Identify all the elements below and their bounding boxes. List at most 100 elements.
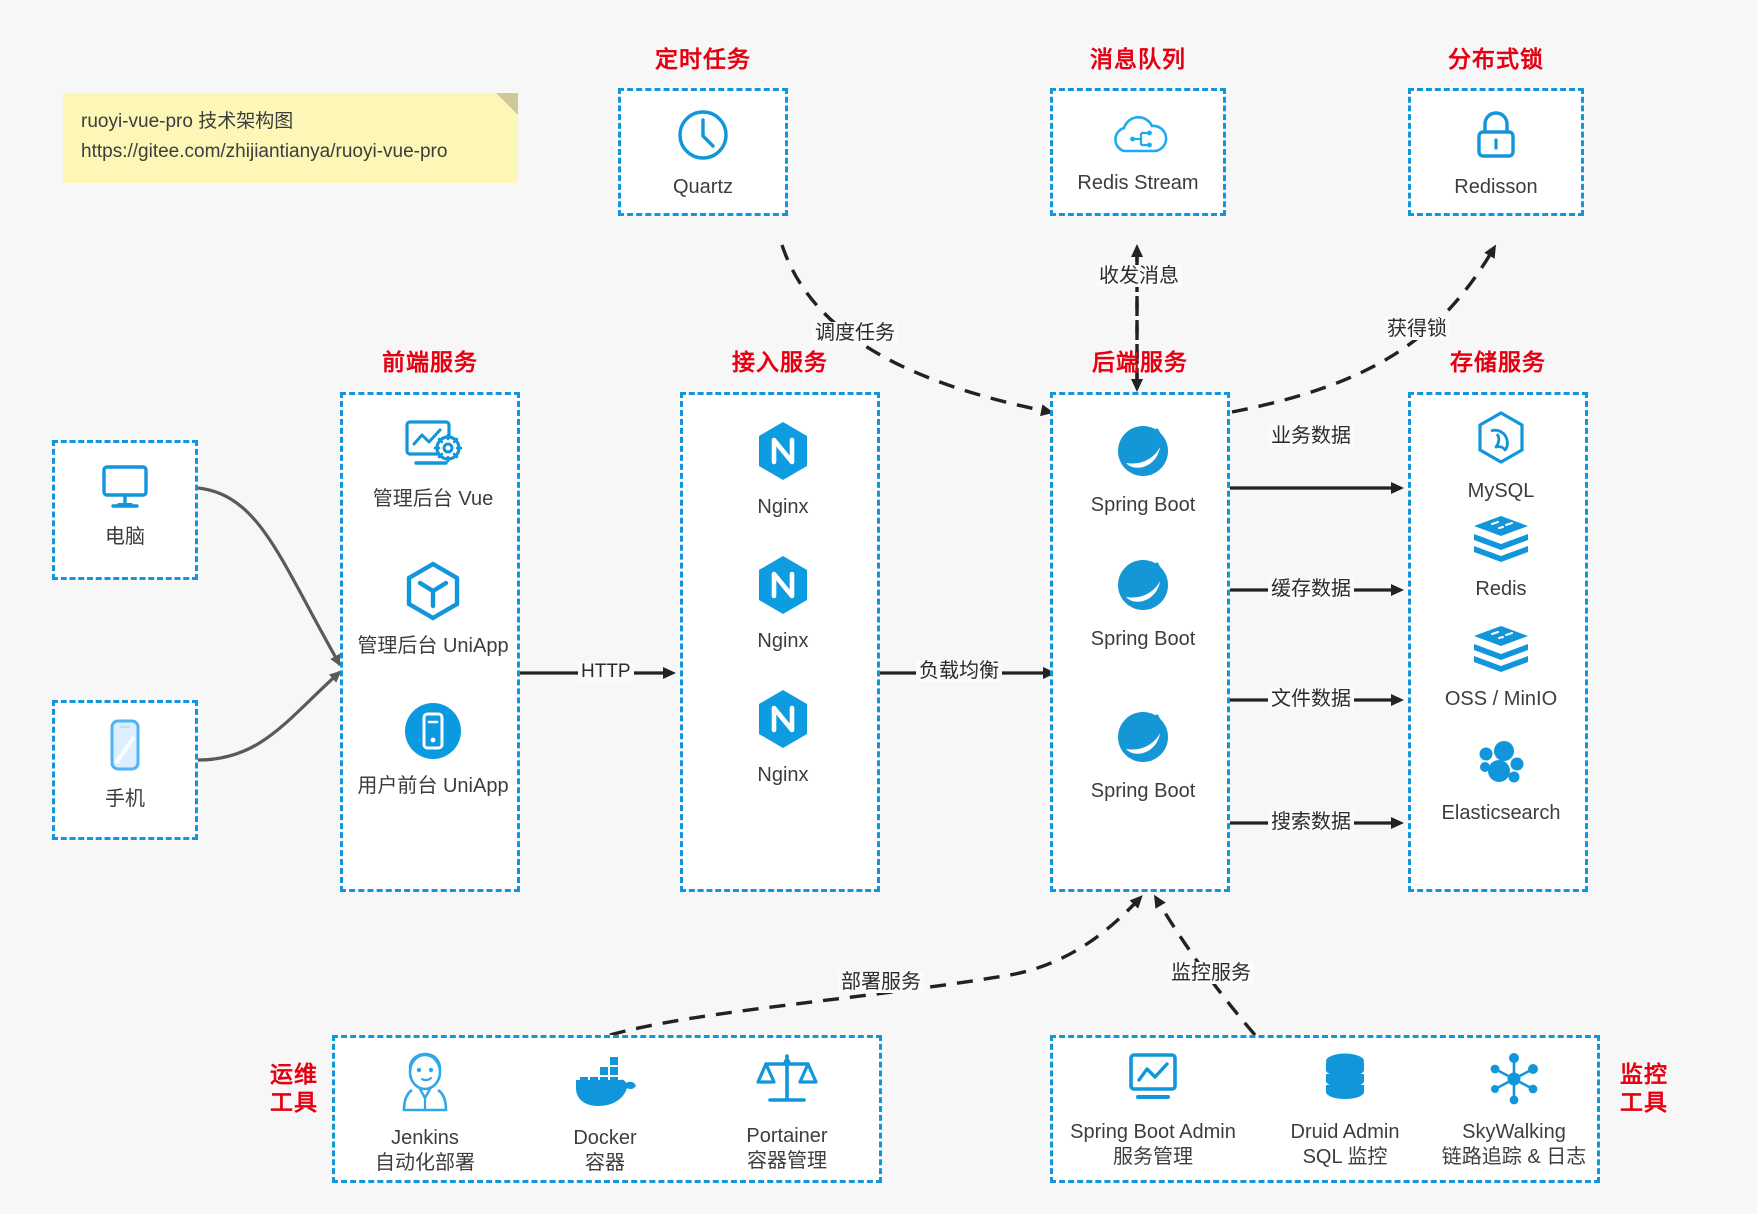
node-label: 用户前台 UniApp	[357, 775, 509, 797]
node-portainer[interactable]: Portainer 容器管理	[707, 1050, 867, 1174]
node-label: 管理后台 Vue	[372, 488, 494, 510]
group-caption-gateway: 接入服务	[732, 349, 828, 375]
node-name: Spring Boot Admin	[1070, 1121, 1236, 1143]
edge-label-cache-data: 缓存数据	[1268, 578, 1354, 600]
node-redis-stream[interactable]: Redis Stream	[1053, 91, 1223, 196]
database-icon	[1317, 1050, 1373, 1113]
node-label: Nginx	[757, 630, 809, 652]
node-desc: SQL 监控	[1302, 1146, 1388, 1168]
node-label: Spring Boot	[1090, 628, 1196, 650]
edge-label-acquire-lock: 获得锁	[1384, 318, 1450, 340]
node-label: Quartz	[672, 176, 734, 198]
redis-icon	[1470, 623, 1532, 680]
redis-icon	[1470, 513, 1532, 570]
clock-icon	[675, 107, 731, 168]
group-box-mq: Redis Stream	[1050, 88, 1226, 216]
node-admin-uniapp[interactable]: 管理后台 UniApp	[343, 560, 523, 659]
node-desc: 自动化部署	[375, 1152, 475, 1174]
note-url: https://gitee.com/zhijiantianya/ruoyi-vu…	[81, 141, 448, 162]
elasticsearch-icon	[1471, 733, 1531, 794]
cube-icon	[403, 560, 463, 627]
edge-label-file-data: 文件数据	[1268, 688, 1354, 710]
edge-label-send-receive-msg: 收发消息	[1096, 265, 1182, 287]
node-label: Redis	[1475, 578, 1527, 600]
mobile-icon	[105, 717, 145, 780]
client-box-desktop: 电脑	[52, 440, 198, 580]
devops-caption-line1: 运维	[270, 1061, 318, 1087]
spring-boot-icon	[1113, 707, 1173, 772]
node-nginx-1[interactable]: Nginx	[683, 419, 883, 520]
node-name: SkyWalking	[1462, 1121, 1566, 1143]
lock-icon	[1469, 105, 1523, 168]
node-spring-boot-admin[interactable]: Spring Boot Admin 服务管理	[1053, 1050, 1253, 1170]
node-user-uniapp[interactable]: 用户前台 UniApp	[343, 700, 523, 799]
node-mysql[interactable]: MySQL	[1411, 409, 1591, 504]
nginx-icon	[754, 419, 812, 488]
group-caption-backend: 后端服务	[1092, 349, 1188, 375]
node-oss-minio[interactable]: OSS / MinIO	[1411, 623, 1591, 712]
node-spring-boot-2[interactable]: Spring Boot	[1053, 555, 1233, 652]
node-label: OSS / MinIO	[1444, 688, 1558, 710]
monitor-chart-icon	[1122, 1050, 1184, 1113]
node-nginx-3[interactable]: Nginx	[683, 687, 883, 788]
scales-icon	[756, 1050, 818, 1117]
group-box-lock: Redisson	[1408, 88, 1584, 216]
node-jenkins[interactable]: Jenkins 自动化部署	[345, 1050, 505, 1176]
node-skywalking[interactable]: SkyWalking 链路追踪 & 日志	[1425, 1050, 1603, 1170]
node-label: Elasticsearch	[1441, 802, 1561, 824]
group-box-monitor: Spring Boot Admin 服务管理 Druid Admin SQL 监…	[1050, 1035, 1600, 1183]
node-desc: 容器	[585, 1152, 625, 1174]
nginx-icon	[754, 553, 812, 622]
group-caption-storage: 存储服务	[1450, 349, 1546, 375]
group-caption-frontend: 前端服务	[382, 349, 478, 375]
node-label: Redisson	[1454, 176, 1538, 198]
group-box-backend: Spring Boot Spring Boot Spring Boot	[1050, 392, 1230, 892]
node-nginx-2[interactable]: Nginx	[683, 553, 883, 654]
info-note: ruoyi-vue-pro 技术架构图 https://gitee.com/zh…	[63, 93, 518, 183]
docker-icon	[572, 1050, 638, 1119]
node-name: Portainer	[746, 1125, 828, 1147]
group-caption-devops: 运维 工具	[258, 1060, 330, 1116]
node-desc: 链路追踪 & 日志	[1441, 1146, 1587, 1168]
node-spring-boot-3[interactable]: Spring Boot	[1053, 707, 1233, 804]
edge-label-http: HTTP	[578, 661, 634, 683]
monitor-caption-line2: 工具	[1620, 1089, 1668, 1115]
group-box-devops: Jenkins 自动化部署 Docker 容器	[332, 1035, 882, 1183]
node-docker[interactable]: Docker 容器	[525, 1050, 685, 1176]
edge-label-schedule-task: 调度任务	[812, 322, 898, 344]
node-desc: 服务管理	[1113, 1146, 1193, 1168]
node-redis[interactable]: Redis	[1411, 513, 1591, 602]
node-label: Spring Boot	[1090, 494, 1196, 516]
node-mobile[interactable]: 手机	[55, 703, 195, 812]
jenkins-icon	[396, 1050, 454, 1119]
devops-caption-line2: 工具	[270, 1089, 318, 1115]
node-quartz[interactable]: Quartz	[621, 91, 785, 200]
dashboard-gear-icon	[400, 417, 466, 480]
group-caption-lock: 分布式锁	[1448, 46, 1544, 72]
edge-label-search-data: 搜索数据	[1268, 811, 1354, 833]
node-name: Docker	[573, 1127, 637, 1149]
phone-circle-icon	[402, 700, 464, 767]
node-druid-admin[interactable]: Druid Admin SQL 监控	[1265, 1050, 1425, 1170]
group-caption-mq: 消息队列	[1090, 46, 1186, 72]
group-box-scheduler: Quartz	[618, 88, 788, 216]
skywalking-icon	[1484, 1050, 1544, 1113]
group-caption-scheduler: 定时任务	[655, 46, 751, 72]
node-elasticsearch[interactable]: Elasticsearch	[1411, 733, 1591, 826]
node-spring-boot-1[interactable]: Spring Boot	[1053, 421, 1233, 518]
spring-boot-icon	[1113, 555, 1173, 620]
edge-label-business-data: 业务数据	[1268, 425, 1354, 447]
node-label: 管理后台 UniApp	[357, 635, 509, 657]
node-desktop[interactable]: 电脑	[55, 443, 195, 550]
group-box-storage: MySQL Redis OS	[1408, 392, 1588, 892]
node-desc: 容器管理	[747, 1150, 827, 1172]
node-redisson[interactable]: Redisson	[1411, 91, 1581, 200]
node-admin-vue[interactable]: 管理后台 Vue	[343, 417, 523, 512]
mysql-icon	[1472, 409, 1530, 472]
note-title: ruoyi-vue-pro 技术架构图	[81, 111, 294, 132]
group-box-gateway: Nginx Nginx Nginx	[680, 392, 880, 892]
client-box-mobile: 手机	[52, 700, 198, 840]
node-label: Nginx	[757, 764, 809, 786]
node-label: 电脑	[105, 526, 145, 548]
